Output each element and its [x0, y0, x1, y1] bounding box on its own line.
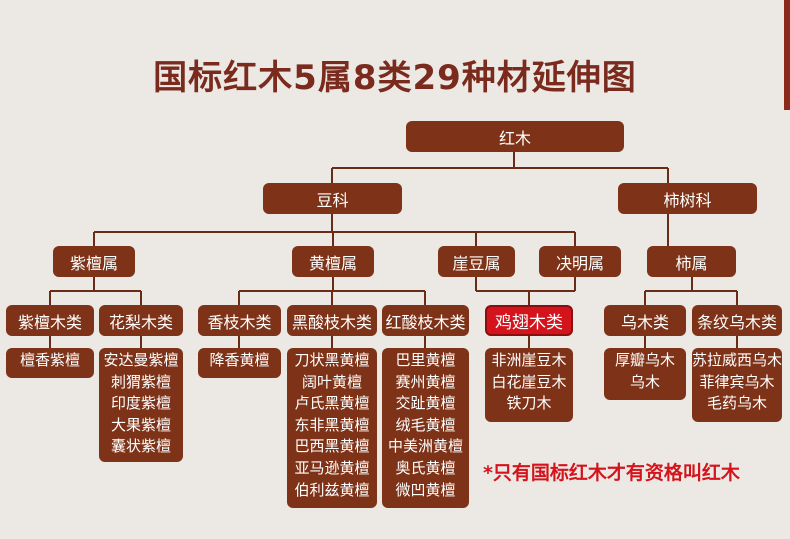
species-item: 菲律宾乌木	[699, 372, 775, 391]
page-title: 国标红木5属8类29种材延伸图	[153, 58, 637, 98]
edge-decoration	[784, 0, 790, 110]
species-item: 白花崖豆木	[491, 372, 567, 391]
connector-huangtanshu	[238, 277, 426, 305]
node-class-heisuanzhimulei: 黑酸枝木类	[287, 305, 377, 336]
species-item: 绒毛黄檀	[395, 415, 456, 434]
connector-zitanshu	[49, 277, 142, 305]
species-item: 铁刀木	[506, 394, 552, 413]
node-class-hongsuanzhimulei: 红酸枝木类	[382, 305, 469, 336]
species-item: 赛州黄檀	[395, 372, 456, 391]
node-class-hualimulei: 花梨木类	[99, 305, 183, 336]
species-item: 奥氏黄檀	[395, 458, 456, 477]
species-list-wumu: 厚瓣乌木乌木	[604, 348, 686, 400]
species-item: 微凹黄檀	[395, 480, 456, 499]
species-item: 乌木	[629, 372, 660, 391]
species-item: 毛药乌木	[706, 394, 767, 413]
node-class-wumulei: 乌木类	[604, 305, 686, 336]
species-list-jichi: 非洲崖豆木白花崖豆木铁刀木	[485, 348, 573, 422]
species-list-zitan: 檀香紫檀	[6, 348, 94, 378]
species-item: 檀香紫檀	[19, 351, 80, 369]
node-genus-shishu: 柿属	[647, 246, 736, 277]
node-genus-yadoushu: 崖豆属	[438, 246, 515, 277]
species-item: 刺猬紫檀	[110, 372, 171, 391]
species-item: 巴里黄檀	[395, 351, 456, 369]
connector-douke	[93, 214, 576, 246]
species-item: 卢氏黑黄檀	[294, 394, 370, 413]
species-item: 囊状紫檀	[110, 437, 171, 456]
connector-root	[331, 152, 669, 183]
node-genus-juemingshu: 决明属	[539, 246, 621, 277]
connector-jichi	[475, 277, 576, 305]
node-class-jichimulei: 鸡翅木类	[485, 305, 573, 336]
node-family-shishuke: 柿树科	[618, 183, 757, 214]
species-item: 非洲崖豆木	[491, 351, 567, 369]
species-item: 降香黄檀	[209, 351, 270, 369]
node-genus-zitanshu: 紫檀属	[53, 246, 135, 277]
species-list-xiangzhi: 降香黄檀	[198, 348, 281, 378]
species-item: 大果紫檀	[110, 415, 171, 434]
species-item: 安达曼紫檀	[103, 351, 179, 369]
node-root-hongmu: 红木	[406, 121, 624, 152]
node-class-zitanmulei: 紫檀木类	[6, 305, 94, 336]
species-item: 中美洲黄檀	[387, 437, 463, 456]
species-item: 伯利兹黄檀	[294, 480, 370, 499]
node-class-tiaowenwumulei: 条纹乌木类	[692, 305, 782, 336]
species-item: 阔叶黄檀	[301, 372, 362, 391]
species-item: 苏拉威西乌木	[692, 351, 783, 369]
connector-shishu	[644, 277, 738, 305]
node-class-xiangzhimulei: 香枝木类	[198, 305, 281, 336]
species-item: 印度紫檀	[110, 394, 171, 413]
species-list-tiaowenwumu: 苏拉威西乌木菲律宾乌木毛药乌木	[692, 348, 782, 422]
node-genus-huangtanshu: 黄檀属	[292, 246, 374, 277]
footnote: *只有国标红木才有资格叫红木	[483, 462, 740, 484]
species-list-hongsuanzhi: 巴里黄檀赛州黄檀交趾黄檀绒毛黄檀中美洲黄檀奥氏黄檀微凹黄檀	[382, 348, 469, 508]
species-item: 亚马逊黄檀	[294, 458, 370, 477]
species-list-heisuanzhi: 刀状黑黄檀阔叶黄檀卢氏黑黄檀东非黑黄檀巴西黑黄檀亚马逊黄檀伯利兹黄檀	[287, 348, 377, 508]
species-item: 巴西黑黄檀	[294, 437, 370, 456]
species-item: 厚瓣乌木	[614, 351, 675, 369]
species-item: 刀状黑黄檀	[294, 351, 370, 369]
species-item: 交趾黄檀	[395, 394, 456, 413]
node-family-douke: 豆科	[263, 183, 402, 214]
connector-species	[49, 336, 738, 348]
species-item: 东非黑黄檀	[294, 415, 370, 434]
species-list-huali: 安达曼紫檀刺猬紫檀印度紫檀大果紫檀囊状紫檀	[99, 348, 183, 462]
